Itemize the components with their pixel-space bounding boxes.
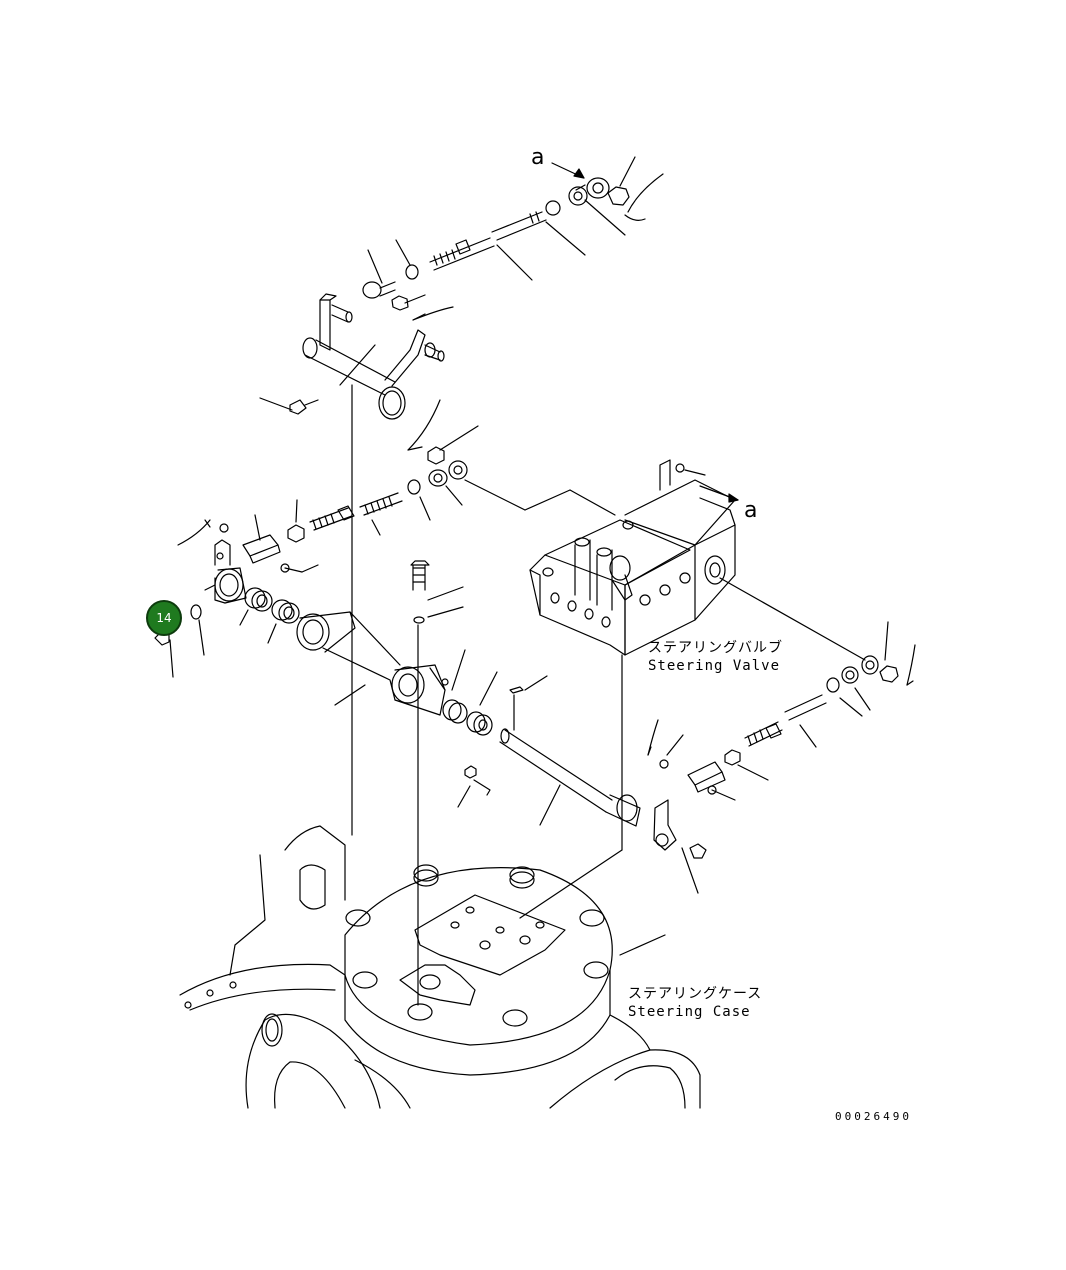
steering-valve-label-jp: ステアリングバルブ bbox=[648, 640, 783, 656]
document-number: 00026490 bbox=[835, 1110, 912, 1123]
reference-arrow-top bbox=[551, 162, 585, 179]
steering-case-label-jp: ステアリングケース bbox=[628, 986, 763, 1002]
middle-rod-assembly bbox=[177, 399, 479, 573]
reference-label-a-right: a bbox=[744, 498, 758, 523]
reference-label-a-top: a bbox=[531, 145, 545, 170]
steering-case-label-en: Steering Case bbox=[628, 1004, 751, 1020]
part-callout-14[interactable]: 14 bbox=[146, 600, 182, 636]
alignment-lines bbox=[351, 384, 866, 1006]
top-rod-assembly bbox=[429, 156, 664, 281]
steering-valve-body bbox=[529, 459, 739, 656]
steering-case-housing bbox=[179, 825, 701, 1109]
lower-shaft bbox=[457, 675, 707, 894]
steering-valve-label-en: Steering Valve bbox=[648, 658, 781, 674]
upper-lever bbox=[259, 239, 454, 420]
right-rod-assembly bbox=[647, 621, 916, 801]
bellcrank-lever-bushings bbox=[154, 539, 498, 736]
